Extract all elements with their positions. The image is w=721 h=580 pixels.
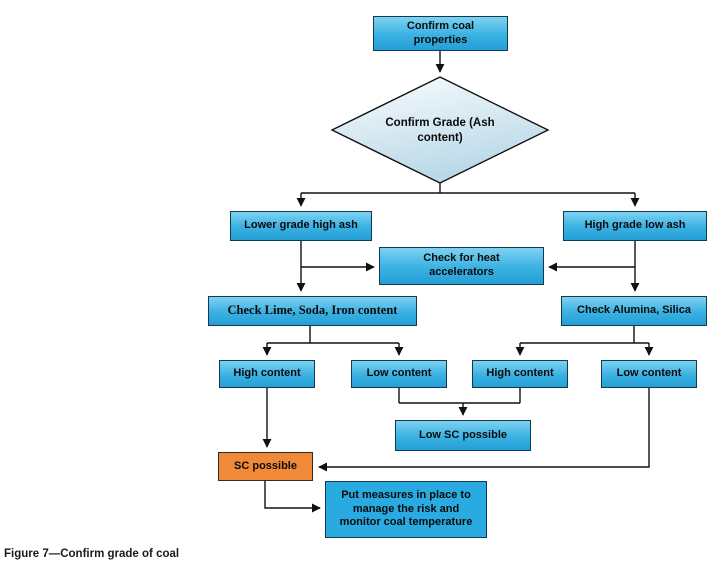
node-label: High content: [486, 367, 554, 380]
node-label: High grade low ash: [584, 219, 686, 232]
node-check-lime-soda-iron: Check Lime, Soda, Iron content: [208, 296, 417, 326]
node-lower-grade-high-ash: Lower grade high ash: [230, 211, 372, 241]
node-label: Check Alumina, Silica: [577, 304, 691, 317]
connector-to-put-measures: [264, 481, 321, 513]
node-check-heat-accelerators: Check for heat accelerators: [379, 247, 544, 285]
connector-right-to-sc-possible: [318, 388, 650, 472]
node-low-content-left: Low content: [351, 360, 447, 388]
node-high-grade-low-ash: High grade low ash: [563, 211, 707, 241]
node-label: Confirm coal properties: [406, 19, 475, 46]
decision-diamond-shape: [330, 76, 550, 184]
node-confirm-coal-properties: Confirm coal properties: [373, 16, 508, 51]
decision-confirm-grade-label: Confirm Grade (Ash content): [385, 117, 495, 144]
node-low-sc-possible: Low SC possible: [395, 420, 531, 451]
node-label: Lower grade high ash: [244, 219, 358, 232]
node-high-content-left: High content: [219, 360, 315, 388]
node-low-content-right: Low content: [601, 360, 697, 388]
node-label: SC possible: [234, 459, 297, 472]
figure-caption: Figure 7—Confirm grade of coal: [4, 548, 180, 560]
node-label: Low SC possible: [418, 428, 507, 441]
node-label: High content: [233, 367, 301, 380]
node-label: Check for heat accelerators: [423, 252, 500, 278]
node-label: Check Lime, Soda, Iron content: [227, 303, 398, 318]
node-sc-possible: SC possible: [218, 452, 313, 481]
node-label: Low content: [616, 367, 682, 380]
node-label: Low content: [366, 367, 432, 380]
node-check-alumina-silica: Check Alumina, Silica: [561, 296, 707, 326]
node-label: Put measures in place to manage the risk…: [339, 488, 473, 529]
node-high-content-right: High content: [472, 360, 568, 388]
node-put-measures: Put measures in place to manage the risk…: [325, 481, 487, 538]
